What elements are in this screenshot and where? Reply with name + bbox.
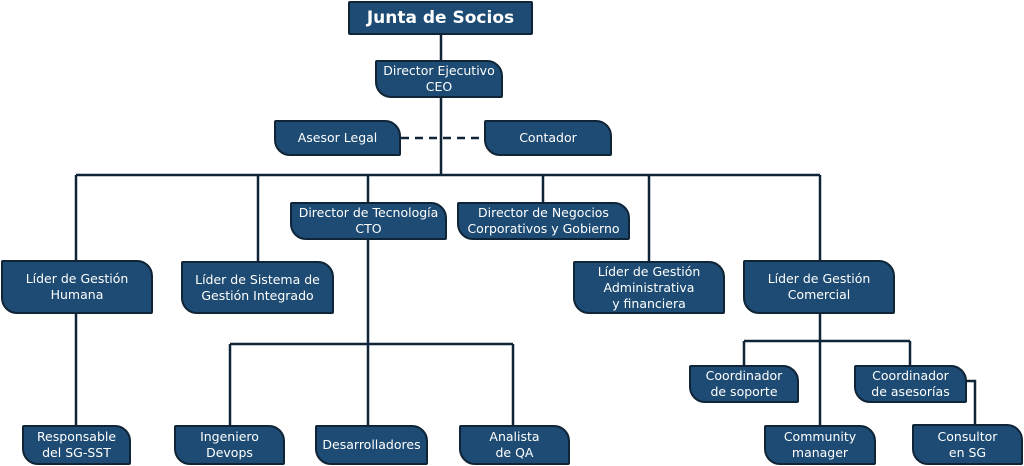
community-title-1: Community <box>783 429 857 444</box>
business-title-1: Director de Negocios <box>478 205 609 220</box>
devops-title-2: Devops <box>206 445 253 460</box>
ceo-title: Director Ejecutivo <box>383 63 495 78</box>
admin-title-1: Líder de Gestión <box>597 263 701 279</box>
qa-title-1: Analista <box>489 429 540 444</box>
board-label: Junta de Socios <box>366 8 515 28</box>
community-title-2: manager <box>791 445 849 460</box>
commercial-title-1: Líder de Gestión <box>767 271 871 286</box>
hr-title-2: Humana <box>50 287 104 302</box>
integrated-title-1: Líder de Sistema de <box>195 271 320 287</box>
advisory-title-2: de asesorías <box>871 384 950 399</box>
qa-title-2: de QA <box>495 445 534 460</box>
consultant-title-1: Consultor <box>937 428 998 444</box>
admin-title-2: Administrativa <box>603 279 695 295</box>
sst-title-1: Responsable <box>36 429 117 444</box>
accountant-label: Contador <box>519 130 577 145</box>
admin-title-3: y financiera <box>612 295 686 311</box>
legal-label: Asesor Legal <box>297 130 378 145</box>
sst-title-2: del SG-SST <box>42 445 111 460</box>
legal-box: Asesor Legal <box>274 120 401 156</box>
consultant-title-2: en SG <box>948 444 987 460</box>
cto-abbr: CTO <box>355 221 382 236</box>
ceo-abbr: CEO <box>425 79 453 94</box>
cto-title: Director de Tecnología <box>298 205 439 220</box>
developers-label: Desarrolladores <box>322 437 421 452</box>
devops-title-1: Ingeniero <box>200 429 259 444</box>
commercial-title-2: Comercial <box>787 287 851 302</box>
integrated-title-2: Gestión Integrado <box>201 287 314 303</box>
business-title-2: Corporativos y Gobierno <box>467 221 620 236</box>
board-box: Junta de Socios <box>348 1 533 35</box>
support-title-2: de soporte <box>710 384 778 399</box>
advisory-title-1: Coordinador <box>872 368 949 383</box>
support-title-1: Coordinador <box>705 368 783 383</box>
accountant-box: Contador <box>484 120 612 156</box>
line-advisory-consultant <box>966 379 977 424</box>
developers-box: Desarrolladores <box>315 425 428 465</box>
hr-title-1: Líder de Gestión <box>25 271 129 286</box>
